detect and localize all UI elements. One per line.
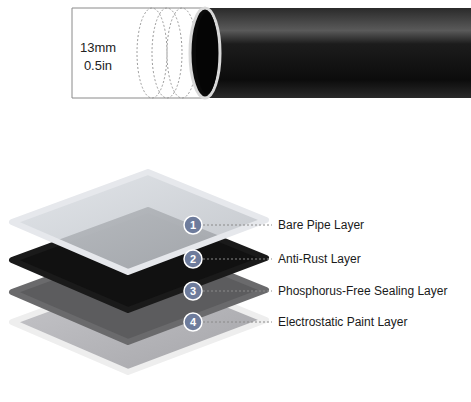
ghost-rings	[137, 8, 197, 98]
callout-circles	[184, 216, 202, 331]
pipe	[190, 8, 471, 98]
layer-name: Electrostatic Paint Layer	[278, 316, 407, 328]
dimension-lines	[72, 8, 205, 98]
layer-name: Anti-Rust Layer	[278, 253, 361, 265]
callout-number: 3	[190, 286, 196, 297]
layer-name: Phosphorus-Free Sealing Layer	[278, 285, 447, 297]
callout-number: 1	[190, 220, 196, 231]
dimension-label: 0.5in	[84, 59, 112, 72]
layer-name: Bare Pipe Layer	[278, 219, 364, 231]
bare-pipe-layer	[12, 172, 266, 272]
leader-lines	[203, 225, 272, 322]
callout-number: 4	[190, 317, 196, 328]
dimension-label: 13mm	[80, 41, 116, 54]
layer-stack	[12, 172, 266, 372]
callout-number: 2	[190, 254, 196, 265]
